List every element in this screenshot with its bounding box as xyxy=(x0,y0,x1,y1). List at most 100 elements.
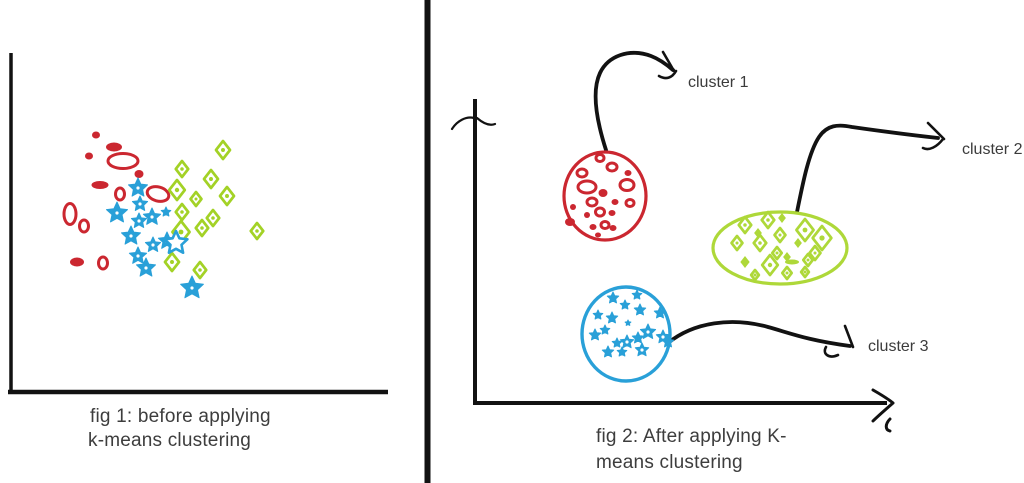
dash-marker xyxy=(785,259,799,265)
red-ring-marker xyxy=(618,178,636,192)
star-center xyxy=(661,335,665,339)
star-marker xyxy=(611,337,623,348)
fig1-caption-line1: fig 1: before applying xyxy=(90,406,271,427)
diamond-center xyxy=(753,273,757,277)
star-marker xyxy=(631,289,643,300)
red-dot-marker xyxy=(598,189,608,197)
red-ring-marker xyxy=(594,153,606,163)
diamond-center xyxy=(211,216,215,220)
diamond-center xyxy=(735,241,739,245)
diamond-center xyxy=(778,233,782,237)
star-center xyxy=(646,330,650,334)
diamond-center xyxy=(806,258,810,262)
red-dot-marker xyxy=(608,210,616,216)
red-ring-marker xyxy=(106,152,140,170)
red-ring-marker xyxy=(576,179,598,195)
red-dot-marker xyxy=(106,142,122,152)
fig1-green-points xyxy=(163,139,265,280)
star-marker xyxy=(588,328,602,341)
star-center xyxy=(129,234,133,238)
diamond-center xyxy=(767,262,773,268)
cluster-1-arrow xyxy=(593,51,675,152)
red-dot-marker xyxy=(611,199,619,205)
cluster-2-group xyxy=(711,210,849,286)
diamond-marker xyxy=(794,238,802,248)
red-ring-marker xyxy=(594,206,606,218)
cluster-3-group xyxy=(580,285,675,383)
diamond-marker xyxy=(778,213,786,223)
red-ring-marker xyxy=(145,185,171,203)
red-dot-marker xyxy=(70,257,84,267)
fig2-caption-line1: fig 2: After applying K- xyxy=(596,426,787,447)
star-center xyxy=(115,211,119,215)
annotation-arrows xyxy=(593,50,946,358)
fig2-panel xyxy=(450,50,946,433)
diamond-center xyxy=(198,268,202,272)
diamond-center xyxy=(802,227,808,233)
fig1-blue-points xyxy=(106,177,204,299)
diamond-marker xyxy=(783,252,791,262)
diamond-center xyxy=(743,223,747,227)
red-dot-marker xyxy=(85,152,93,160)
star-marker xyxy=(601,345,615,358)
diamond-center xyxy=(813,251,817,255)
star-marker xyxy=(619,299,631,310)
diamond-center xyxy=(766,218,770,222)
diamond-center xyxy=(209,177,213,181)
star-center xyxy=(190,286,194,290)
star-center xyxy=(625,340,629,344)
star-marker xyxy=(616,346,628,357)
fig1-red-points xyxy=(62,131,171,271)
star-center xyxy=(136,186,140,190)
red-ring-marker xyxy=(599,220,611,230)
red-dot-marker xyxy=(609,225,617,231)
star-marker xyxy=(605,311,619,324)
diamond-center xyxy=(180,167,184,171)
diamond-center xyxy=(174,187,180,193)
diamond-center xyxy=(178,229,184,235)
cluster-1-group xyxy=(562,150,648,242)
cluster-2-arrowhead xyxy=(921,121,946,151)
red-ring-marker xyxy=(78,218,90,234)
red-dot-marker xyxy=(134,170,144,178)
fig1-caption-line2: k-means clustering xyxy=(88,430,252,451)
diamond-center xyxy=(225,194,229,198)
cluster-3-arrowhead xyxy=(823,324,855,358)
red-dot-marker xyxy=(584,212,590,218)
cluster-1-arrowhead xyxy=(657,50,678,80)
red-dot-marker xyxy=(565,218,575,226)
cluster-3-outline xyxy=(580,285,672,383)
star-center xyxy=(138,202,142,206)
star-marker xyxy=(606,291,620,304)
cluster-1-label: cluster 1 xyxy=(688,74,749,91)
cluster-2-arrow xyxy=(795,123,940,214)
red-dot-marker xyxy=(595,232,601,238)
star-center xyxy=(144,266,148,270)
star-center xyxy=(136,254,140,258)
panel-divider-line xyxy=(424,0,431,483)
red-dot-marker xyxy=(570,204,576,210)
diamond-center xyxy=(819,235,825,241)
cluster-2-label: cluster 2 xyxy=(962,141,1023,158)
red-ring-marker xyxy=(585,196,599,208)
diamond-center xyxy=(775,251,779,255)
star-marker xyxy=(160,206,172,217)
fig2-y-axis-arrowhead xyxy=(450,116,497,131)
star-center xyxy=(137,219,141,223)
star-marker xyxy=(163,229,189,254)
red-ring-marker xyxy=(624,198,636,208)
cluster-3-arrow xyxy=(666,320,852,348)
diamond-marker xyxy=(740,256,750,268)
cluster-2-outline xyxy=(711,210,849,286)
star-marker xyxy=(653,306,667,319)
red-ring-marker xyxy=(97,255,109,271)
star-center xyxy=(640,348,644,352)
red-ring-marker xyxy=(575,167,589,179)
star-marker xyxy=(631,331,645,344)
red-dot-marker xyxy=(91,181,109,189)
star-center xyxy=(150,215,154,219)
star-center xyxy=(151,243,155,247)
diamond-center xyxy=(200,226,204,230)
